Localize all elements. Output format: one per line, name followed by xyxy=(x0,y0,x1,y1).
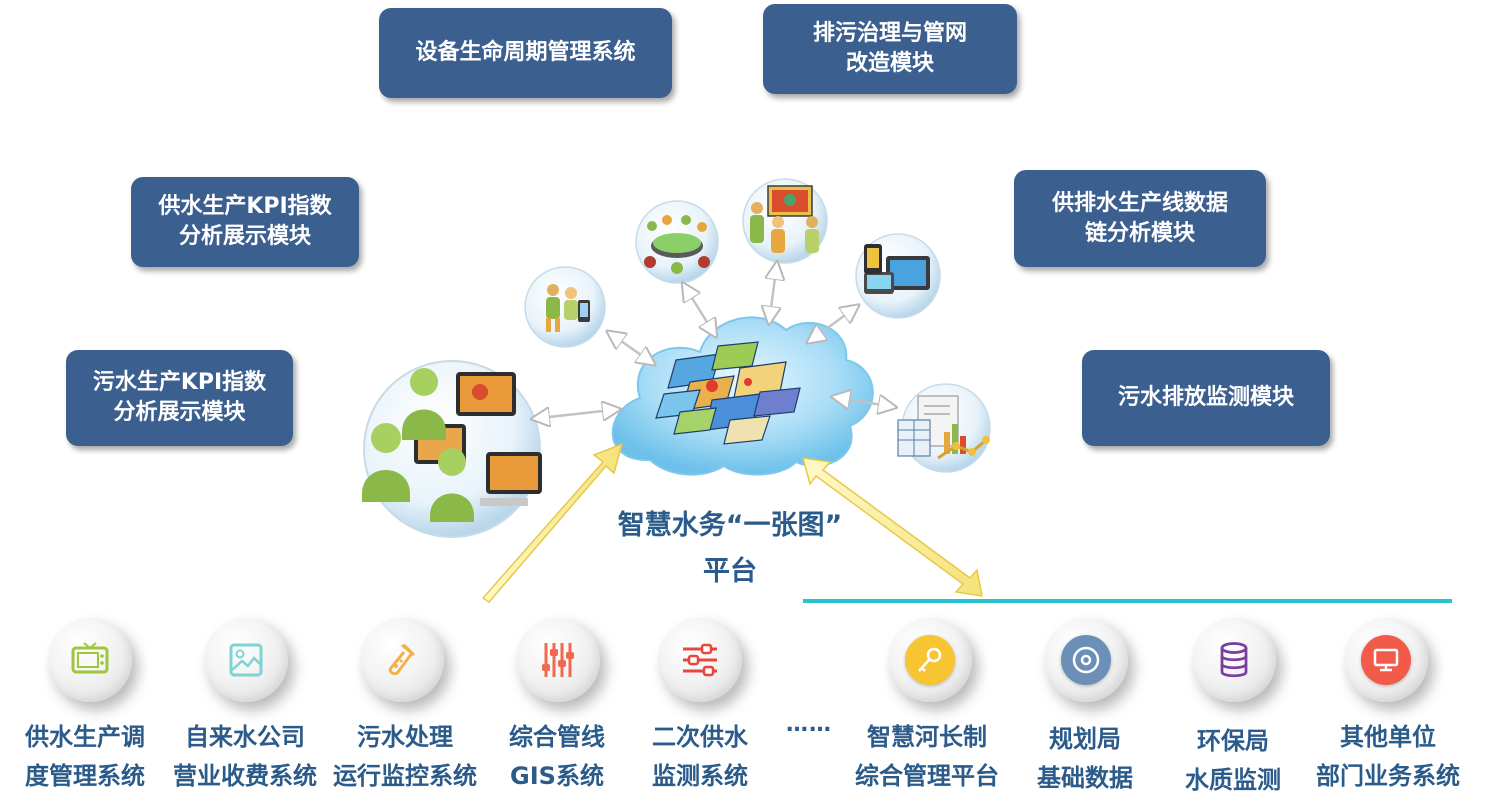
system-label-line: 运行监控系统 xyxy=(333,762,477,790)
module-sewage-kpi: 污水生产KPI指数 分析展示模块 xyxy=(66,350,293,446)
module-line: 改造模块 xyxy=(845,51,934,76)
system-label-line: 供水生产调 xyxy=(25,723,145,751)
system-label-river-chief: 智慧河长制 综合管理平台 xyxy=(842,718,1012,796)
module-line: 供排水生产线数据 xyxy=(1051,190,1228,216)
disc-icon xyxy=(1061,635,1111,685)
system-label-line: 监测系统 xyxy=(652,762,748,790)
system-label-line: 综合管线 xyxy=(509,723,605,751)
module-line: 链分析模块 xyxy=(1084,220,1195,246)
system-river-chief xyxy=(888,618,972,702)
system-water-dispatch xyxy=(48,618,132,702)
module-line: 设备生命周期管理系统 xyxy=(415,40,636,65)
system-label-line: 自来水公司 xyxy=(185,723,305,751)
devices-bubble-icon xyxy=(855,233,941,319)
system-pipeline-gis xyxy=(516,618,600,702)
flask-icon xyxy=(377,635,427,685)
system-label-line: 营业收费系统 xyxy=(173,762,317,790)
module-water-supply-kpi: 供水生产KPI指数 分析展示模块 xyxy=(131,177,359,267)
system-label-secondary-supply: 二次供水 监测系统 xyxy=(615,718,785,796)
system-label-line: 规划局 xyxy=(1049,725,1121,753)
connector-arrows xyxy=(540,270,888,418)
system-sewage-treatment xyxy=(360,618,444,702)
monitor-icon xyxy=(1361,635,1411,685)
image-icon xyxy=(221,635,271,685)
system-label-line: 基础数据 xyxy=(1037,764,1133,792)
system-label-line: 污水处理 xyxy=(357,723,453,751)
module-sewage-discharge-monitoring: 污水排放监测模块 xyxy=(1082,350,1330,446)
system-billing xyxy=(204,618,288,702)
system-other-departments xyxy=(1344,618,1428,702)
platform-title: 智慧水务“一张图” xyxy=(617,510,843,541)
module-sewage-pipe-network: 排污治理与管网 改造模块 xyxy=(763,4,1017,94)
module-line: 污水生产KPI指数 xyxy=(92,370,267,395)
module-line: 排污治理与管网 xyxy=(812,21,967,46)
report-chart-bubble-icon xyxy=(897,383,991,473)
data-flow-arrows xyxy=(481,442,983,603)
map-tiles-icon xyxy=(655,341,801,445)
system-label-line: 度管理系统 xyxy=(25,762,145,790)
module-line: 污水排放监测模块 xyxy=(1117,385,1294,410)
meeting-bubble-icon xyxy=(635,200,719,284)
system-label-sewage-treatment: 污水处理 运行监控系统 xyxy=(320,718,490,796)
equalizer-icon xyxy=(533,635,583,685)
database-icon xyxy=(1209,635,1259,685)
cloud-icon xyxy=(611,316,874,476)
system-label-environment-bureau: 环保局 水质监测 xyxy=(1148,722,1318,800)
mobile-users-bubble-icon xyxy=(524,266,606,348)
system-label-line: 水质监测 xyxy=(1185,766,1281,794)
system-label-line: 环保局 xyxy=(1197,727,1269,755)
system-planning-bureau xyxy=(1044,618,1128,702)
system-label-billing: 自来水公司 营业收费系统 xyxy=(160,718,330,796)
system-environment-bureau xyxy=(1192,618,1276,702)
key-icon xyxy=(905,635,955,685)
system-label-line: 部门业务系统 xyxy=(1316,762,1460,790)
platform-subtitle: 平台 xyxy=(703,556,757,587)
system-label-water-dispatch: 供水生产调 度管理系统 xyxy=(0,718,170,796)
system-label-line: 二次供水 xyxy=(652,723,748,751)
system-label-pipeline-gis: 综合管线 GIS系统 xyxy=(472,718,642,796)
system-label-planning-bureau: 规划局 基础数据 xyxy=(1000,720,1170,798)
tv-icon xyxy=(65,635,115,685)
module-production-line-data-chain: 供排水生产线数据 链分析模块 xyxy=(1014,170,1266,267)
system-secondary-supply xyxy=(658,618,742,702)
system-label-line: 其他单位 xyxy=(1340,723,1436,751)
more-systems-ellipsis: …… xyxy=(786,712,832,737)
module-line: 分析展示模块 xyxy=(113,400,246,425)
system-label-line: 智慧河长制 xyxy=(867,723,987,751)
module-line: 分析展示模块 xyxy=(178,224,311,249)
module-equipment-lifecycle: 设备生命周期管理系统 xyxy=(379,8,672,98)
system-label-line: GIS系统 xyxy=(510,762,604,790)
sliders-icon xyxy=(675,635,725,685)
operators-bubble-icon xyxy=(362,360,542,538)
system-label-other-departments: 其他单位 部门业务系统 xyxy=(1303,718,1473,796)
presentation-bubble-icon xyxy=(742,178,828,264)
system-label-line: 综合管理平台 xyxy=(855,762,999,790)
module-line: 供水生产KPI指数 xyxy=(158,194,332,219)
